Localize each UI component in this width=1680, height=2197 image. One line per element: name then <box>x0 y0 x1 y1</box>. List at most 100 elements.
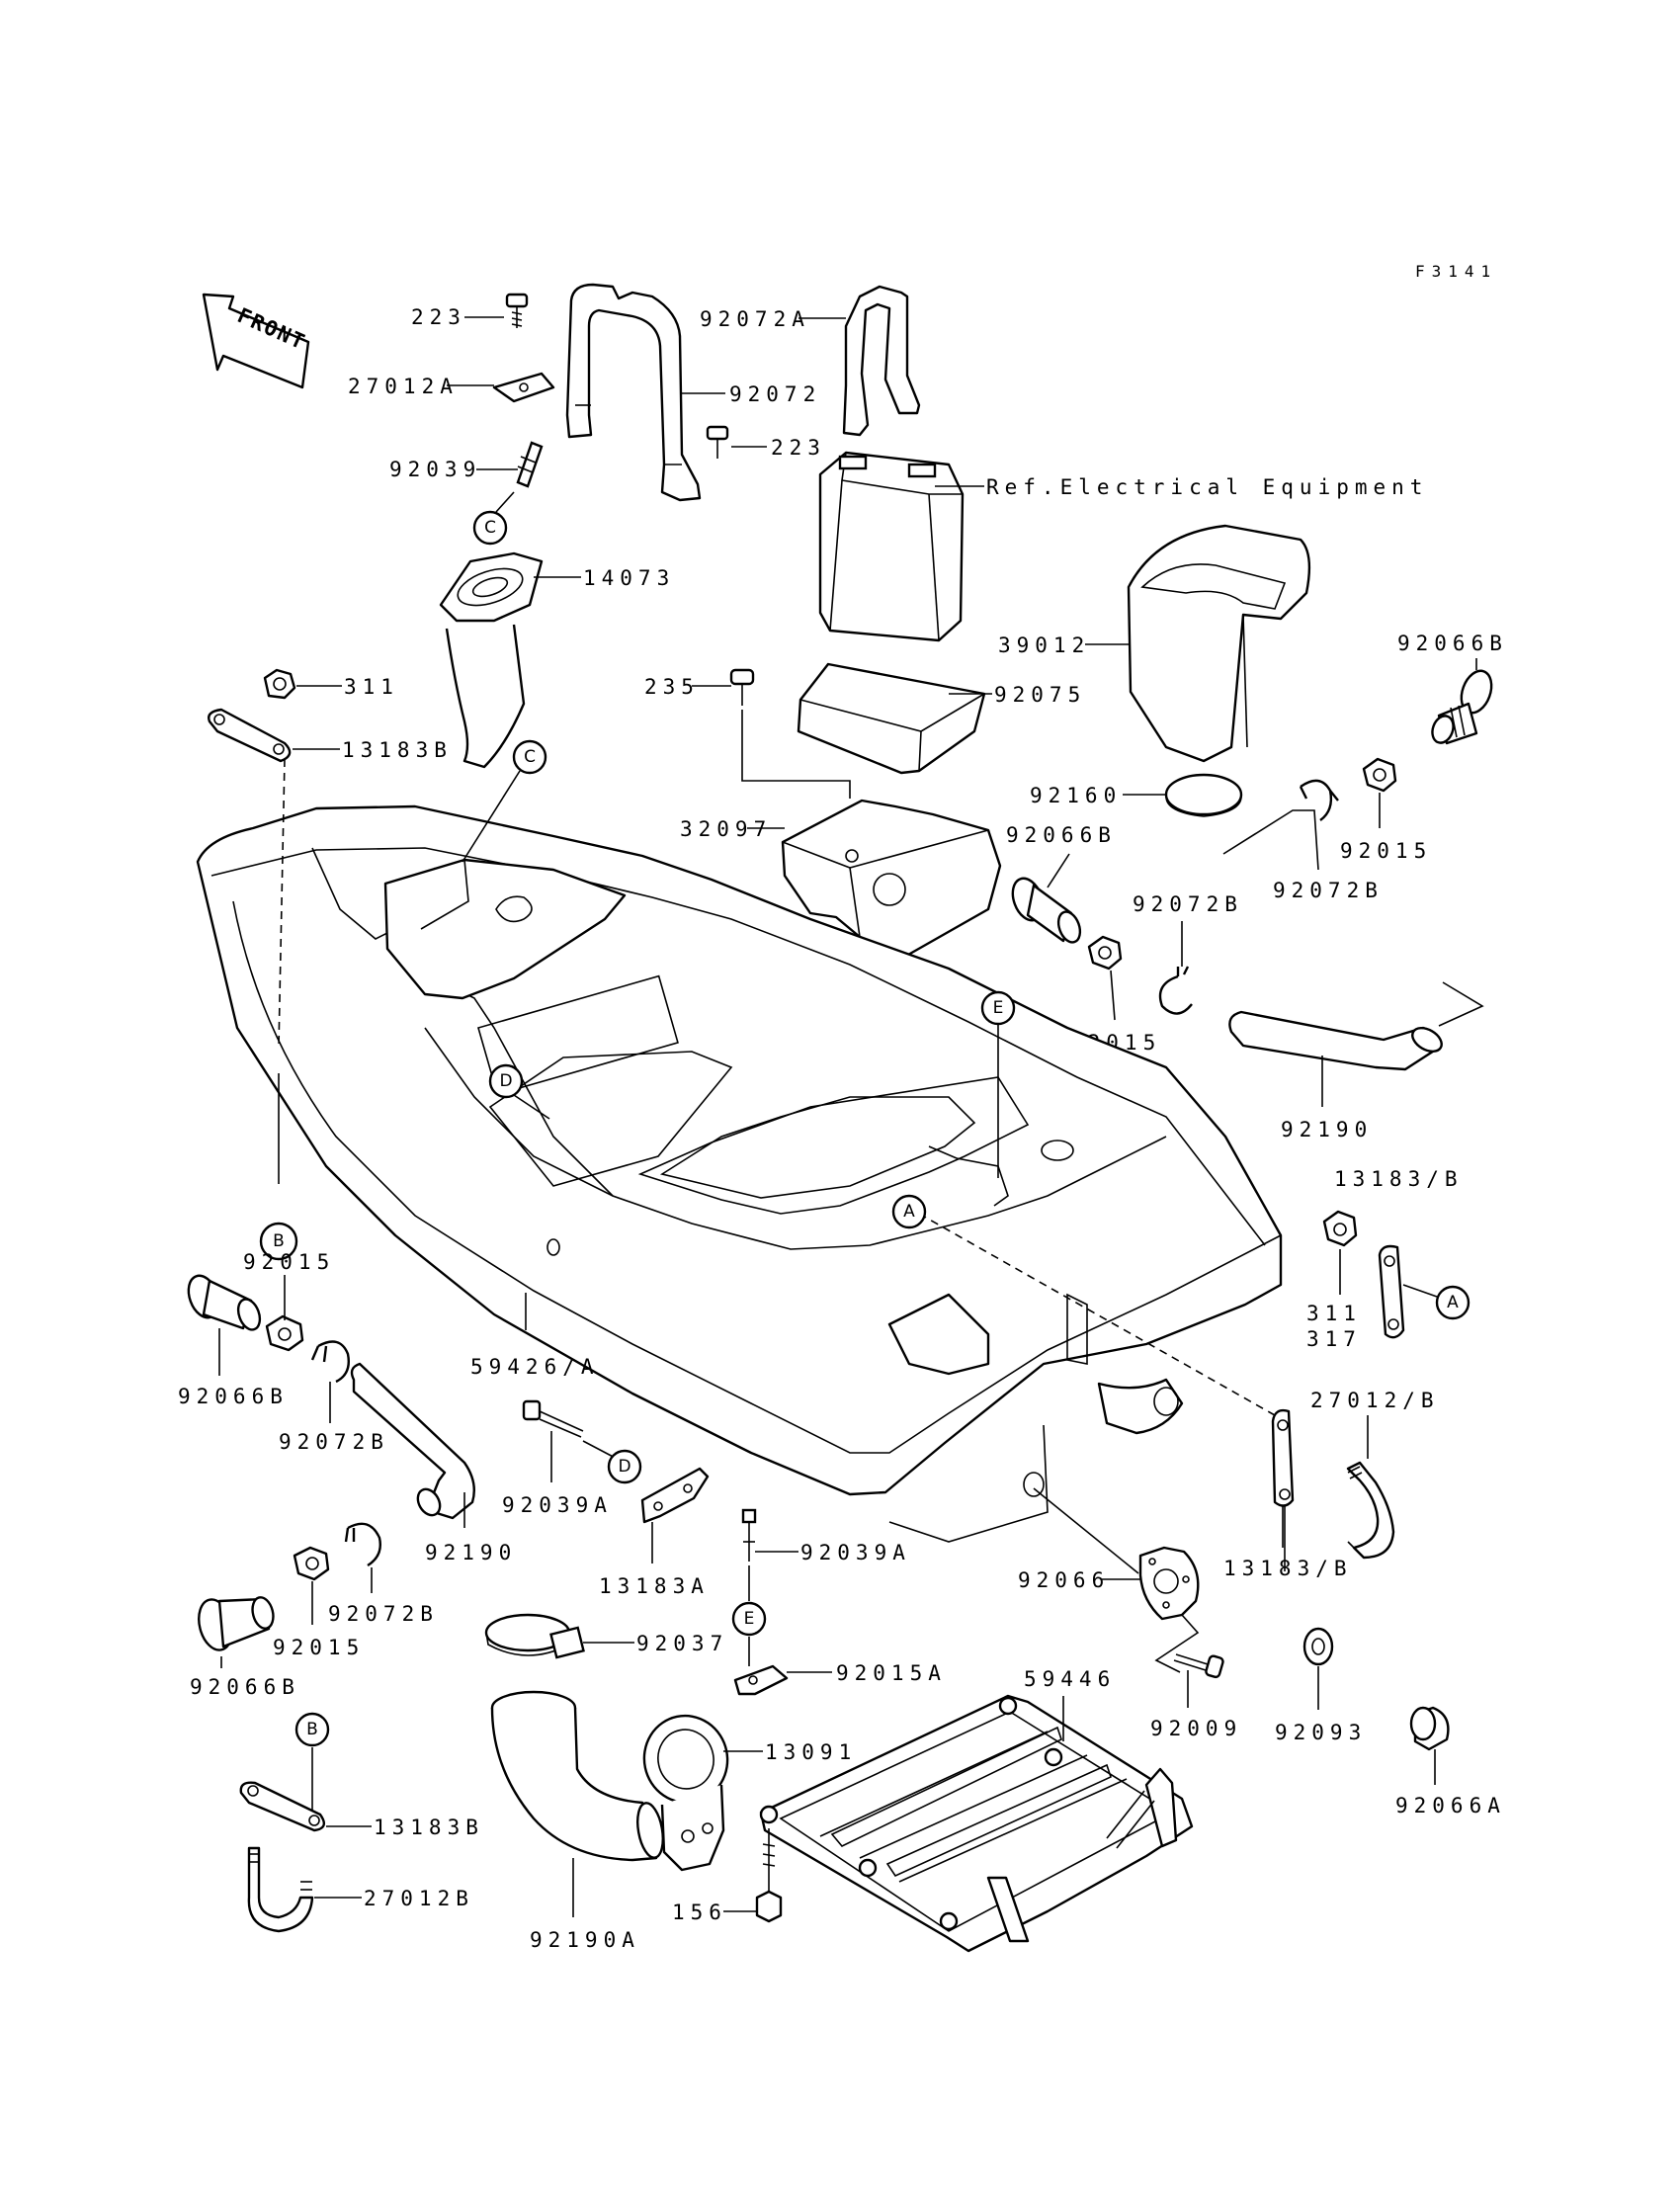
cap-92066B-lower-left <box>198 1596 275 1651</box>
label-13183B-right: 13183/B <box>1334 1167 1464 1191</box>
marker-A-right: A <box>1435 1285 1470 1320</box>
label-92009: 92009 <box>1150 1717 1242 1740</box>
grate-59446 <box>759 1694 1194 1953</box>
nut-92015-left <box>265 1314 304 1352</box>
plate-13183B-bottom <box>239 1781 326 1832</box>
strap-92072 <box>565 283 702 502</box>
bracket-27012A <box>492 372 555 403</box>
svg-text:D: D <box>499 1071 512 1091</box>
bolt-235 <box>729 668 755 706</box>
svg-text:C: C <box>484 518 496 538</box>
label-223-top: 223 <box>411 305 466 329</box>
svg-text:E: E <box>993 998 1004 1018</box>
marker-A-hull: A <box>891 1194 927 1229</box>
hose-92190-left <box>350 1362 475 1520</box>
label-92066B-left: 92066B <box>178 1385 289 1408</box>
label-92072: 92072 <box>729 382 821 406</box>
u-bolt-27012B-right <box>1346 1461 1395 1560</box>
front-arrow: FRONT <box>202 293 309 389</box>
u-bolt-27012B-bottom <box>247 1846 314 1933</box>
label-92015-right: 92015 <box>1340 839 1432 863</box>
label-92037: 92037 <box>636 1632 728 1655</box>
svg-text:A: A <box>903 1202 915 1222</box>
label-92190-left: 92190 <box>425 1541 517 1564</box>
hull-59426A <box>196 804 1283 1543</box>
label-156: 156 <box>672 1901 727 1924</box>
storage-bin-39012 <box>1127 524 1311 763</box>
elbow-hose-92190A <box>490 1690 664 1862</box>
label-92072B-lower-left: 92072B <box>328 1602 439 1626</box>
svg-text:D: D <box>618 1457 630 1477</box>
clamp-92072B-middle <box>1158 966 1193 1015</box>
strap-92072A <box>842 285 921 437</box>
label-27012A: 27012A <box>348 375 459 398</box>
clamp-92037 <box>484 1613 585 1659</box>
label-92072B-left: 92072B <box>279 1430 389 1454</box>
bolt-92039A-middle <box>741 1508 757 1562</box>
label-13091: 13091 <box>765 1740 857 1764</box>
label-92066B-right: 92066B <box>1397 632 1508 655</box>
clamp-92072B-left <box>310 1340 350 1384</box>
label-92066A: 92066A <box>1395 1794 1506 1817</box>
label-27012B-bottom: 27012B <box>364 1887 474 1910</box>
label-39012: 39012 <box>998 634 1090 657</box>
label-92039A-middle: 92039A <box>800 1541 911 1564</box>
label-311: 311 <box>344 675 399 699</box>
grommet-14073 <box>439 551 544 623</box>
label-92039A-left: 92039A <box>502 1493 613 1517</box>
label-317: 317 <box>1306 1327 1362 1351</box>
marker-D-hull: D <box>488 1063 524 1099</box>
svg-text:A: A <box>1447 1293 1459 1312</box>
label-92093: 92093 <box>1275 1721 1367 1744</box>
nut-92015-lower-left <box>293 1546 330 1581</box>
marker-C-top: C <box>472 510 508 546</box>
label-92190-right: 92190 <box>1281 1118 1373 1141</box>
svg-text:E: E <box>744 1609 755 1629</box>
plate-13183B-right <box>1378 1244 1405 1339</box>
label-13183B-bottom: 13183B <box>374 1816 484 1839</box>
hose-92190-right <box>1228 1010 1443 1071</box>
marker-D-left: D <box>607 1449 642 1484</box>
label-59446: 59446 <box>1024 1667 1116 1691</box>
label-92015-left: 92015 <box>243 1250 335 1274</box>
label-92072B-right: 92072B <box>1273 879 1384 902</box>
label-92039: 92039 <box>389 458 481 481</box>
marker-B-hull: B <box>259 1222 298 1261</box>
marker-C-hull: C <box>512 739 547 775</box>
label-235: 235 <box>644 675 700 699</box>
bolt-92039 <box>516 441 544 488</box>
cap-92066B-middle <box>1011 877 1082 944</box>
label-14073: 14073 <box>583 566 675 590</box>
label-92072A: 92072A <box>700 307 810 331</box>
plate-13183B-lower <box>1271 1408 1295 1507</box>
label-92160: 92160 <box>1030 784 1122 807</box>
label-92066B-middle: 92066B <box>1006 823 1117 847</box>
marker-B-lower: B <box>294 1712 330 1747</box>
svg-text:B: B <box>273 1231 285 1251</box>
clamp-92072B-lower-left <box>344 1522 381 1567</box>
svg-text:C: C <box>524 747 536 767</box>
label-13183B-top: 13183B <box>342 738 453 762</box>
intake-tube <box>445 624 526 769</box>
bracket-13183A <box>640 1467 710 1524</box>
label-311-right: 311 <box>1306 1302 1362 1325</box>
tray-92075 <box>797 662 986 775</box>
marker-E-lower: E <box>731 1601 767 1637</box>
label-92015-lower-left: 92015 <box>273 1636 365 1659</box>
label-92066: 92066 <box>1018 1568 1110 1592</box>
ref-electrical-note: Ref.Electrical Equipment <box>986 475 1428 499</box>
nut-311 <box>263 668 296 700</box>
bolt-92039A-left <box>522 1399 584 1438</box>
label-92190A: 92190A <box>530 1928 640 1952</box>
label-92075: 92075 <box>994 683 1086 707</box>
label-92066B-lower-left: 92066B <box>190 1675 300 1699</box>
bolt-156 <box>755 1828 783 1923</box>
plate-13183B-top <box>208 708 292 763</box>
label-92072B-middle: 92072B <box>1133 892 1243 916</box>
ring-housing-13091 <box>642 1714 729 1872</box>
label-223-mid: 223 <box>771 436 826 460</box>
clamp-92072B-right <box>1299 779 1339 821</box>
nut-92015-right <box>1362 757 1397 793</box>
battery <box>818 451 965 642</box>
